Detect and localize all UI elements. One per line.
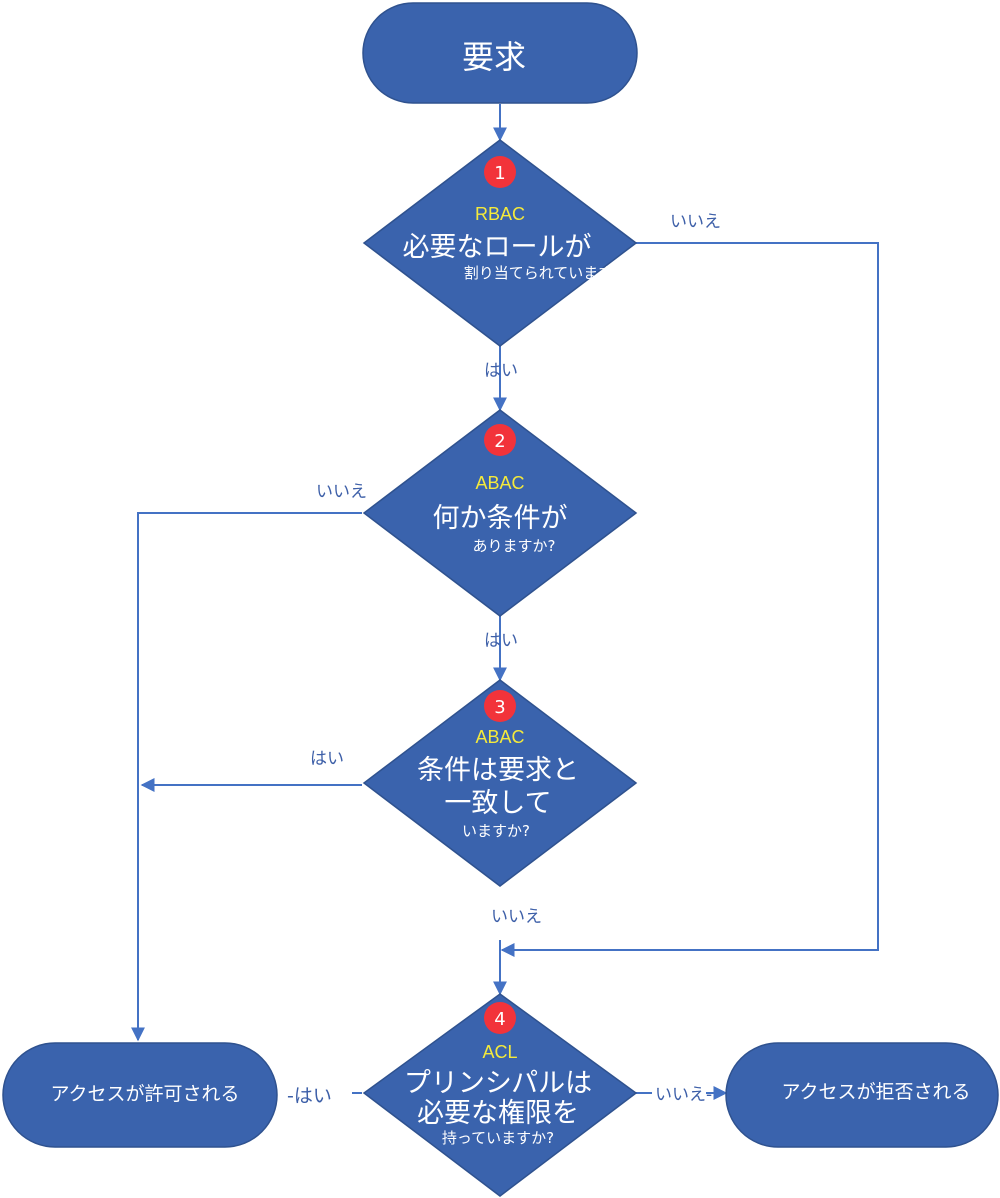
start-label: 要求: [462, 38, 526, 76]
label-d4-no: いいえ-: [655, 1085, 712, 1105]
decision-acl: 4 ACL プリンシパルは 必要な権限を 持っていますか?: [362, 993, 638, 1197]
svg-text:4: 4: [494, 1009, 505, 1030]
d4-line1: プリンシパルは: [404, 1068, 592, 1099]
d2-line1: 何か条件が: [433, 503, 568, 534]
d3-line3: いますか?: [462, 822, 530, 840]
d4-line2: 必要な権限を: [417, 1098, 579, 1129]
label-d1-no: いいえ: [670, 212, 721, 232]
allow-node: アクセスが許可される: [2, 1042, 278, 1148]
edge-d2-no: [131, 512, 362, 1042]
decision-abac-exists: 2 ABAC 何か条件が ありますか?: [362, 409, 638, 617]
badge-1: [484, 156, 516, 188]
label-d3-yes: はい: [310, 749, 344, 769]
d2-tag: ABAC: [475, 473, 524, 493]
d4-line3: 持っていますか?: [442, 1129, 554, 1147]
d2-line2: ありますか?: [473, 537, 556, 555]
d3-line1: 条件は要求と: [417, 755, 579, 786]
d3-line2: 一致して: [444, 788, 551, 819]
d4-tag: ACL: [482, 1042, 517, 1062]
badge-2: [484, 424, 516, 456]
decision-rbac: 1 RBAC 必要なロールが 割り当てられていますか?: [362, 139, 638, 347]
label-d3-no: いいえ: [491, 907, 542, 927]
d1-line2: 割り当てられていますか?: [464, 264, 637, 282]
svg-text:3: 3: [494, 697, 505, 718]
edge-labels: いいえ はい いいえ はい はい いいえ -はい いいえ-: [287, 212, 721, 1107]
label-d2-yes: はい: [484, 631, 518, 651]
svg-text:2: 2: [494, 431, 505, 452]
deny-node: アクセスが拒否される: [725, 1042, 999, 1148]
label-d2-no: いいえ: [316, 482, 367, 502]
allow-label: アクセスが許可される: [50, 1083, 239, 1105]
label-d1-yes: はい: [484, 361, 518, 381]
badge-3: [484, 690, 516, 722]
label-d4-yes: -はい: [287, 1085, 332, 1107]
badge-4: [484, 1002, 516, 1034]
d3-tag: ABAC: [475, 727, 524, 747]
deny-label: アクセスが拒否される: [781, 1081, 970, 1103]
d1-tag: RBAC: [475, 204, 525, 224]
edge-d1-no: [500, 242, 879, 957]
svg-text:1: 1: [494, 163, 505, 184]
start-node: 要求: [362, 2, 638, 104]
d1-line1: 必要なロールが: [403, 232, 592, 263]
decision-abac-match: 3 ABAC 条件は要求と 一致して いますか?: [362, 679, 638, 887]
connectors: [131, 104, 879, 1100]
